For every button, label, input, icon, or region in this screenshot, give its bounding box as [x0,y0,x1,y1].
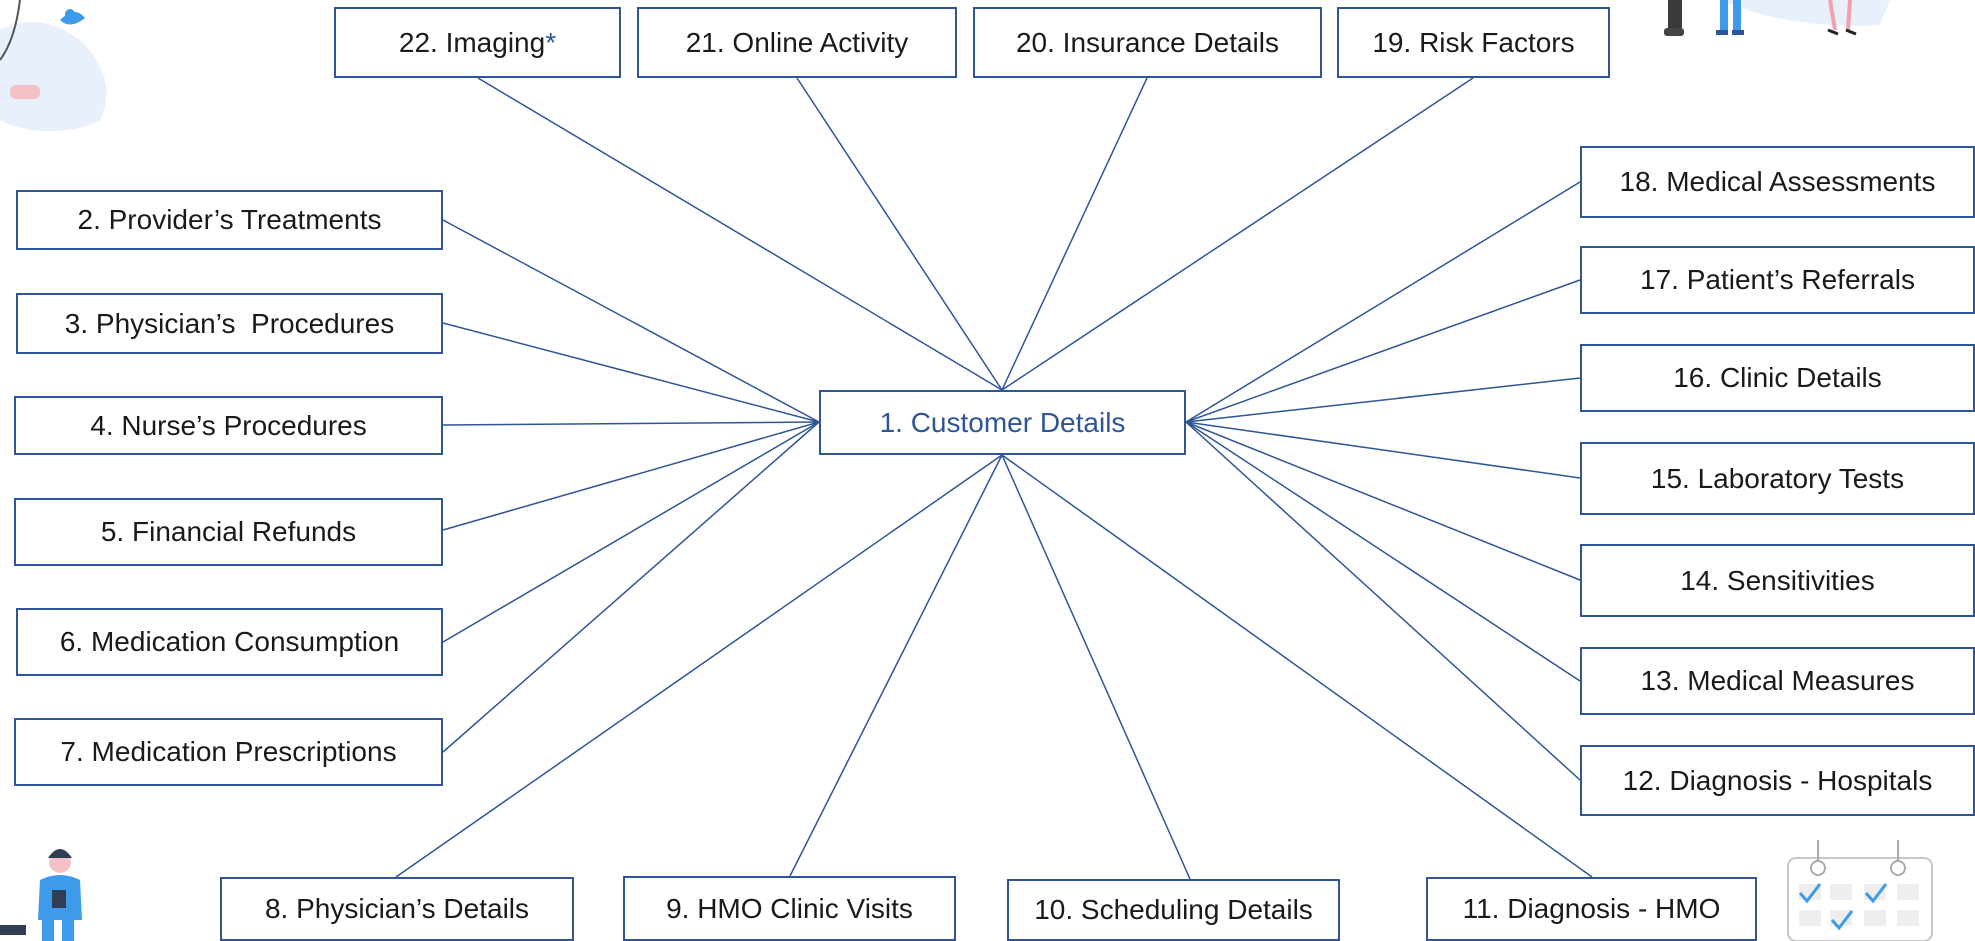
node-label: 7. Medication Prescriptions [60,736,397,767]
node-label: 5. Financial Refunds [100,516,357,547]
node-6-medication-consumption: 6. Medication Consumption [16,608,443,676]
node-label: 22. Imaging [398,26,546,58]
people-illustration [1664,0,1890,36]
connector-10-scheduling-details [1001,454,1191,880]
node-18-medical-assessments: 18. Medical Assessments [1580,146,1975,218]
node-2-providers-treatments: 2. Provider’s Treatments [16,190,443,250]
node-8-physicians-details: 8. Physician’s Details [220,877,574,941]
node-label: 20. Insurance Details [1015,26,1280,58]
connector-4-nurses-procedures [442,421,820,426]
node-3-physicians-procedures: 3. Physician’s Procedures [16,293,443,354]
connector-17-patients-referrals [1185,279,1581,423]
node-label: 15. Laboratory Tests [1650,462,1905,494]
node-label: 6. Medication Consumption [59,626,400,657]
connector-lines [395,77,1593,880]
connector-21-online-activity [796,77,1003,391]
connector-2-providers-treatments [442,219,820,423]
connector-7-medication-prescriptions [442,421,820,753]
node-label: 9. HMO Clinic Visits [666,892,913,924]
node-17-patients-referrals: 17. Patient’s Referrals [1580,246,1975,314]
node-label: 10. Scheduling Details [1034,894,1313,925]
node-11-diagnosis-hmo: 11. Diagnosis - HMO [1426,877,1757,941]
connector-12-diagnosis-hospitals [1185,421,1581,781]
node-label: 12. Diagnosis - Hospitals [1622,764,1933,796]
node-4-nurses-procedures: 4. Nurse’s Procedures [14,396,443,455]
node-label: 14. Sensitivities [1680,564,1875,596]
connector-14-sensitivities [1185,421,1581,581]
node-20-insurance-details: 20. Insurance Details [973,7,1322,78]
calendar-illustration [1787,840,1933,941]
asterisk-marker: * [545,26,557,58]
center-node-1-customer-details: 1. Customer Details [819,390,1186,455]
node-label: 17. Patient’s Referrals [1640,264,1915,295]
node-13-medical-measures: 13. Medical Measures [1580,647,1975,715]
node-7-medication-prescriptions: 7. Medication Prescriptions [14,718,443,786]
node-9-hmo-clinic-visits: 9. HMO Clinic Visits [623,876,956,941]
node-12-diagnosis-hospitals: 12. Diagnosis - Hospitals [1580,745,1975,816]
node-label: 16. Clinic Details [1673,362,1882,393]
node-16-clinic-details: 16. Clinic Details [1580,344,1975,412]
node-10-scheduling-details: 10. Scheduling Details [1007,879,1340,941]
node-15-laboratory-tests: 15. Laboratory Tests [1580,442,1975,515]
node-14-sensitivities: 14. Sensitivities [1580,544,1975,617]
node-label: 8. Physician’s Details [264,893,530,924]
connector-22-imaging [477,77,1003,391]
connector-19-risk-factors [1001,77,1474,391]
connector-8-physicians-details [395,454,1003,878]
node-label: 21. Online Activity [685,26,909,58]
node-21-online-activity: 21. Online Activity [637,7,957,78]
node-22-imaging: 22. Imaging* [334,7,621,78]
connector-16-clinic-details [1185,377,1581,423]
node-label: 11. Diagnosis - HMO [1462,893,1721,924]
node-5-financial-refunds: 5. Financial Refunds [14,498,443,566]
connector-11-diagnosis-hmo [1001,454,1593,878]
connector-18-medical-assessments [1185,181,1581,423]
connector-6-medication-consumption [442,421,820,643]
connector-5-financial-refunds [442,421,820,531]
node-label: 4. Nurse’s Procedures [90,409,367,441]
connector-20-insurance-details [1001,77,1148,391]
connector-13-medical-measures [1185,421,1581,682]
doctor-illustration [0,0,107,132]
nurse-illustration [0,849,82,941]
connector-15-laboratory-tests [1185,421,1581,479]
node-label: 19. Risk Factors [1372,26,1575,58]
node-label: 1. Customer Details [879,406,1126,438]
node-19-risk-factors: 19. Risk Factors [1337,7,1610,78]
node-label: 3. Physician’s Procedures [64,307,395,339]
node-label: 18. Medical Assessments [1619,166,1936,197]
node-label: 2. Provider’s Treatments [77,204,382,235]
connector-9-hmo-clinic-visits [789,454,1003,877]
connector-3-physicians-procedures [442,322,820,423]
node-label: 13. Medical Measures [1640,665,1915,696]
